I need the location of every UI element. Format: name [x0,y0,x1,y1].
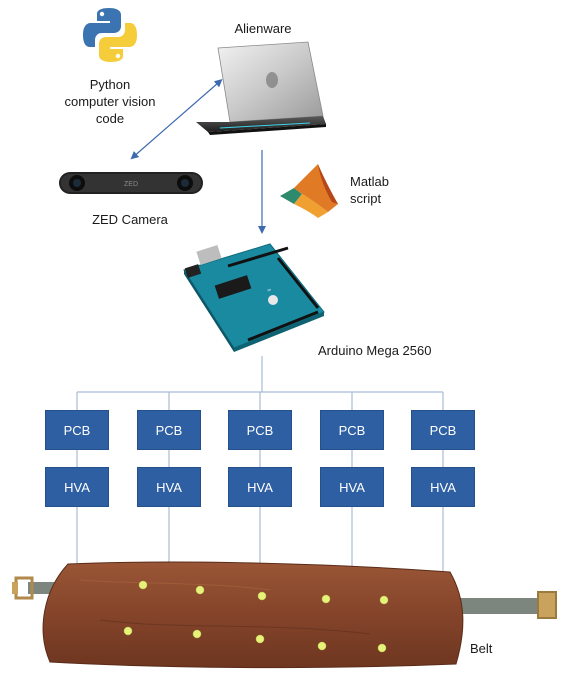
hva-box-1: HVA [45,467,109,507]
camera-brand-text: ZED [124,181,138,188]
arduino-label: Arduino Mega 2560 [318,342,448,359]
python-label: Python computer vision code [45,76,175,127]
belt-label: Belt [470,640,520,657]
pcb-box-3: PCB [228,410,292,450]
pcb-box-4: PCB [320,410,384,450]
hva-box-5: HVA [411,467,475,507]
pcb-box-1: PCB [45,410,109,450]
pcb-box-5: PCB [411,410,475,450]
python-logo-icon [80,5,140,65]
zed-camera-icon: ZED [57,168,205,198]
hva-box-2: HVA [137,467,201,507]
pcb-box-2: PCB [137,410,201,450]
matlab-logo-icon [278,160,340,222]
hva-box-4: HVA [320,467,384,507]
matlab-label: Matlab script [350,173,405,207]
zed-label: ZED Camera [80,211,180,228]
laptop-icon [190,38,330,138]
hva-box-3: HVA [228,467,292,507]
arduino-board-icon: ∞ [178,240,328,355]
alienware-label: Alienware [218,20,308,37]
